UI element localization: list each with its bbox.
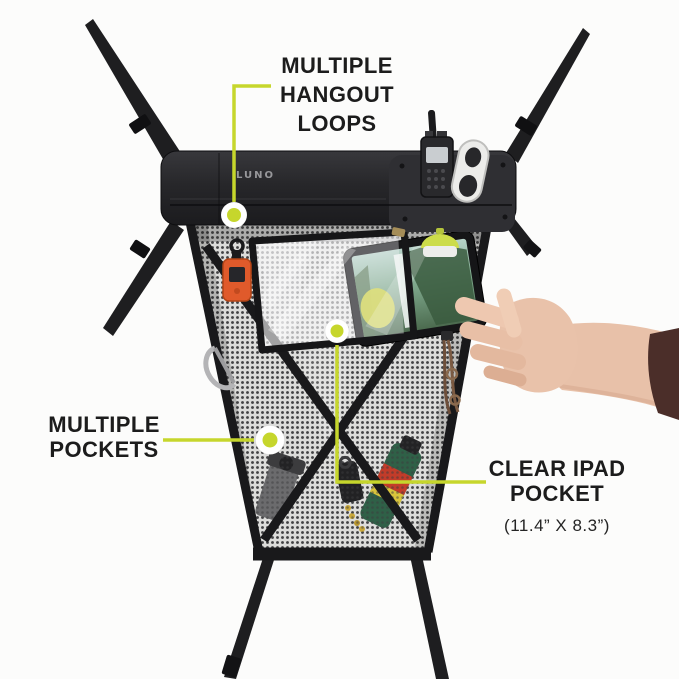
- strap-buckle: [129, 239, 151, 259]
- lanyard-cord: [441, 331, 461, 415]
- pockets-callout-dot: [262, 432, 278, 448]
- mounting-bar: LUNO: [160, 109, 517, 237]
- mini-lantern: [421, 228, 459, 257]
- plastic-shine: [268, 246, 356, 340]
- forearm: [546, 322, 679, 414]
- hand-inserting-tablet: [455, 288, 679, 420]
- brand-logo: LUNO: [236, 170, 275, 181]
- plastic-shine: [258, 252, 308, 310]
- ipad-callout-dot: [330, 324, 344, 338]
- bottom-right-strap: [410, 556, 449, 679]
- pockets-label-line2: POCKETS: [49, 437, 159, 462]
- hangout-label-line2: HANGOUT: [279, 82, 394, 107]
- clear-tablet-pocket: [248, 228, 488, 354]
- ipad-label-line2: POCKET: [509, 481, 605, 506]
- multiple-pockets-label: MULTIPLE POCKETS: [40, 412, 168, 462]
- clear-ipad-pocket-label: CLEAR IPAD POCKET (11.4” X 8.3”): [468, 456, 646, 538]
- top-left-strap: [85, 19, 181, 166]
- strap-buckle: [515, 116, 537, 136]
- strap-buckle: [129, 114, 151, 134]
- hangout-loops-label: MULTIPLE HANGOUT LOOPS: [247, 51, 427, 138]
- hangout-callout-dot: [227, 208, 241, 222]
- walkie-talkie: [420, 109, 454, 198]
- mesh-highlight: [258, 236, 318, 346]
- ipad-callout-line: [335, 345, 486, 484]
- ipad-label-line1: CLEAR IPAD: [488, 456, 626, 481]
- hangout-label-line1: MULTIPLE: [281, 53, 393, 78]
- ipad-pocket-size: (11.4” X 8.3”): [504, 516, 610, 535]
- mesh-organizer-net: [185, 218, 493, 561]
- sleeve: [648, 328, 679, 420]
- pocket-frame: [248, 228, 418, 354]
- pockets-label-line1: MULTIPLE: [48, 412, 160, 437]
- callout-graphics: [163, 84, 486, 484]
- zipper-pull: [391, 227, 406, 237]
- gps-beacon: [222, 238, 252, 302]
- radio-screen: [426, 147, 448, 163]
- strap-buckle: [523, 240, 542, 258]
- mesh-highlight: [300, 336, 352, 462]
- fingers: [455, 288, 527, 387]
- thumb: [496, 288, 522, 338]
- bottom-left-strap: [221, 558, 274, 679]
- clear-plastic-haze: [252, 233, 404, 350]
- bottle-opener-carabiner: [450, 139, 490, 203]
- strap-buckle: [221, 654, 242, 678]
- carabiner: [203, 345, 237, 391]
- hangout-label-line3: LOOPS: [297, 111, 377, 136]
- left-side-strap: [103, 221, 184, 336]
- hangout-callout-line: [232, 84, 271, 202]
- top-right-strap: [506, 28, 590, 163]
